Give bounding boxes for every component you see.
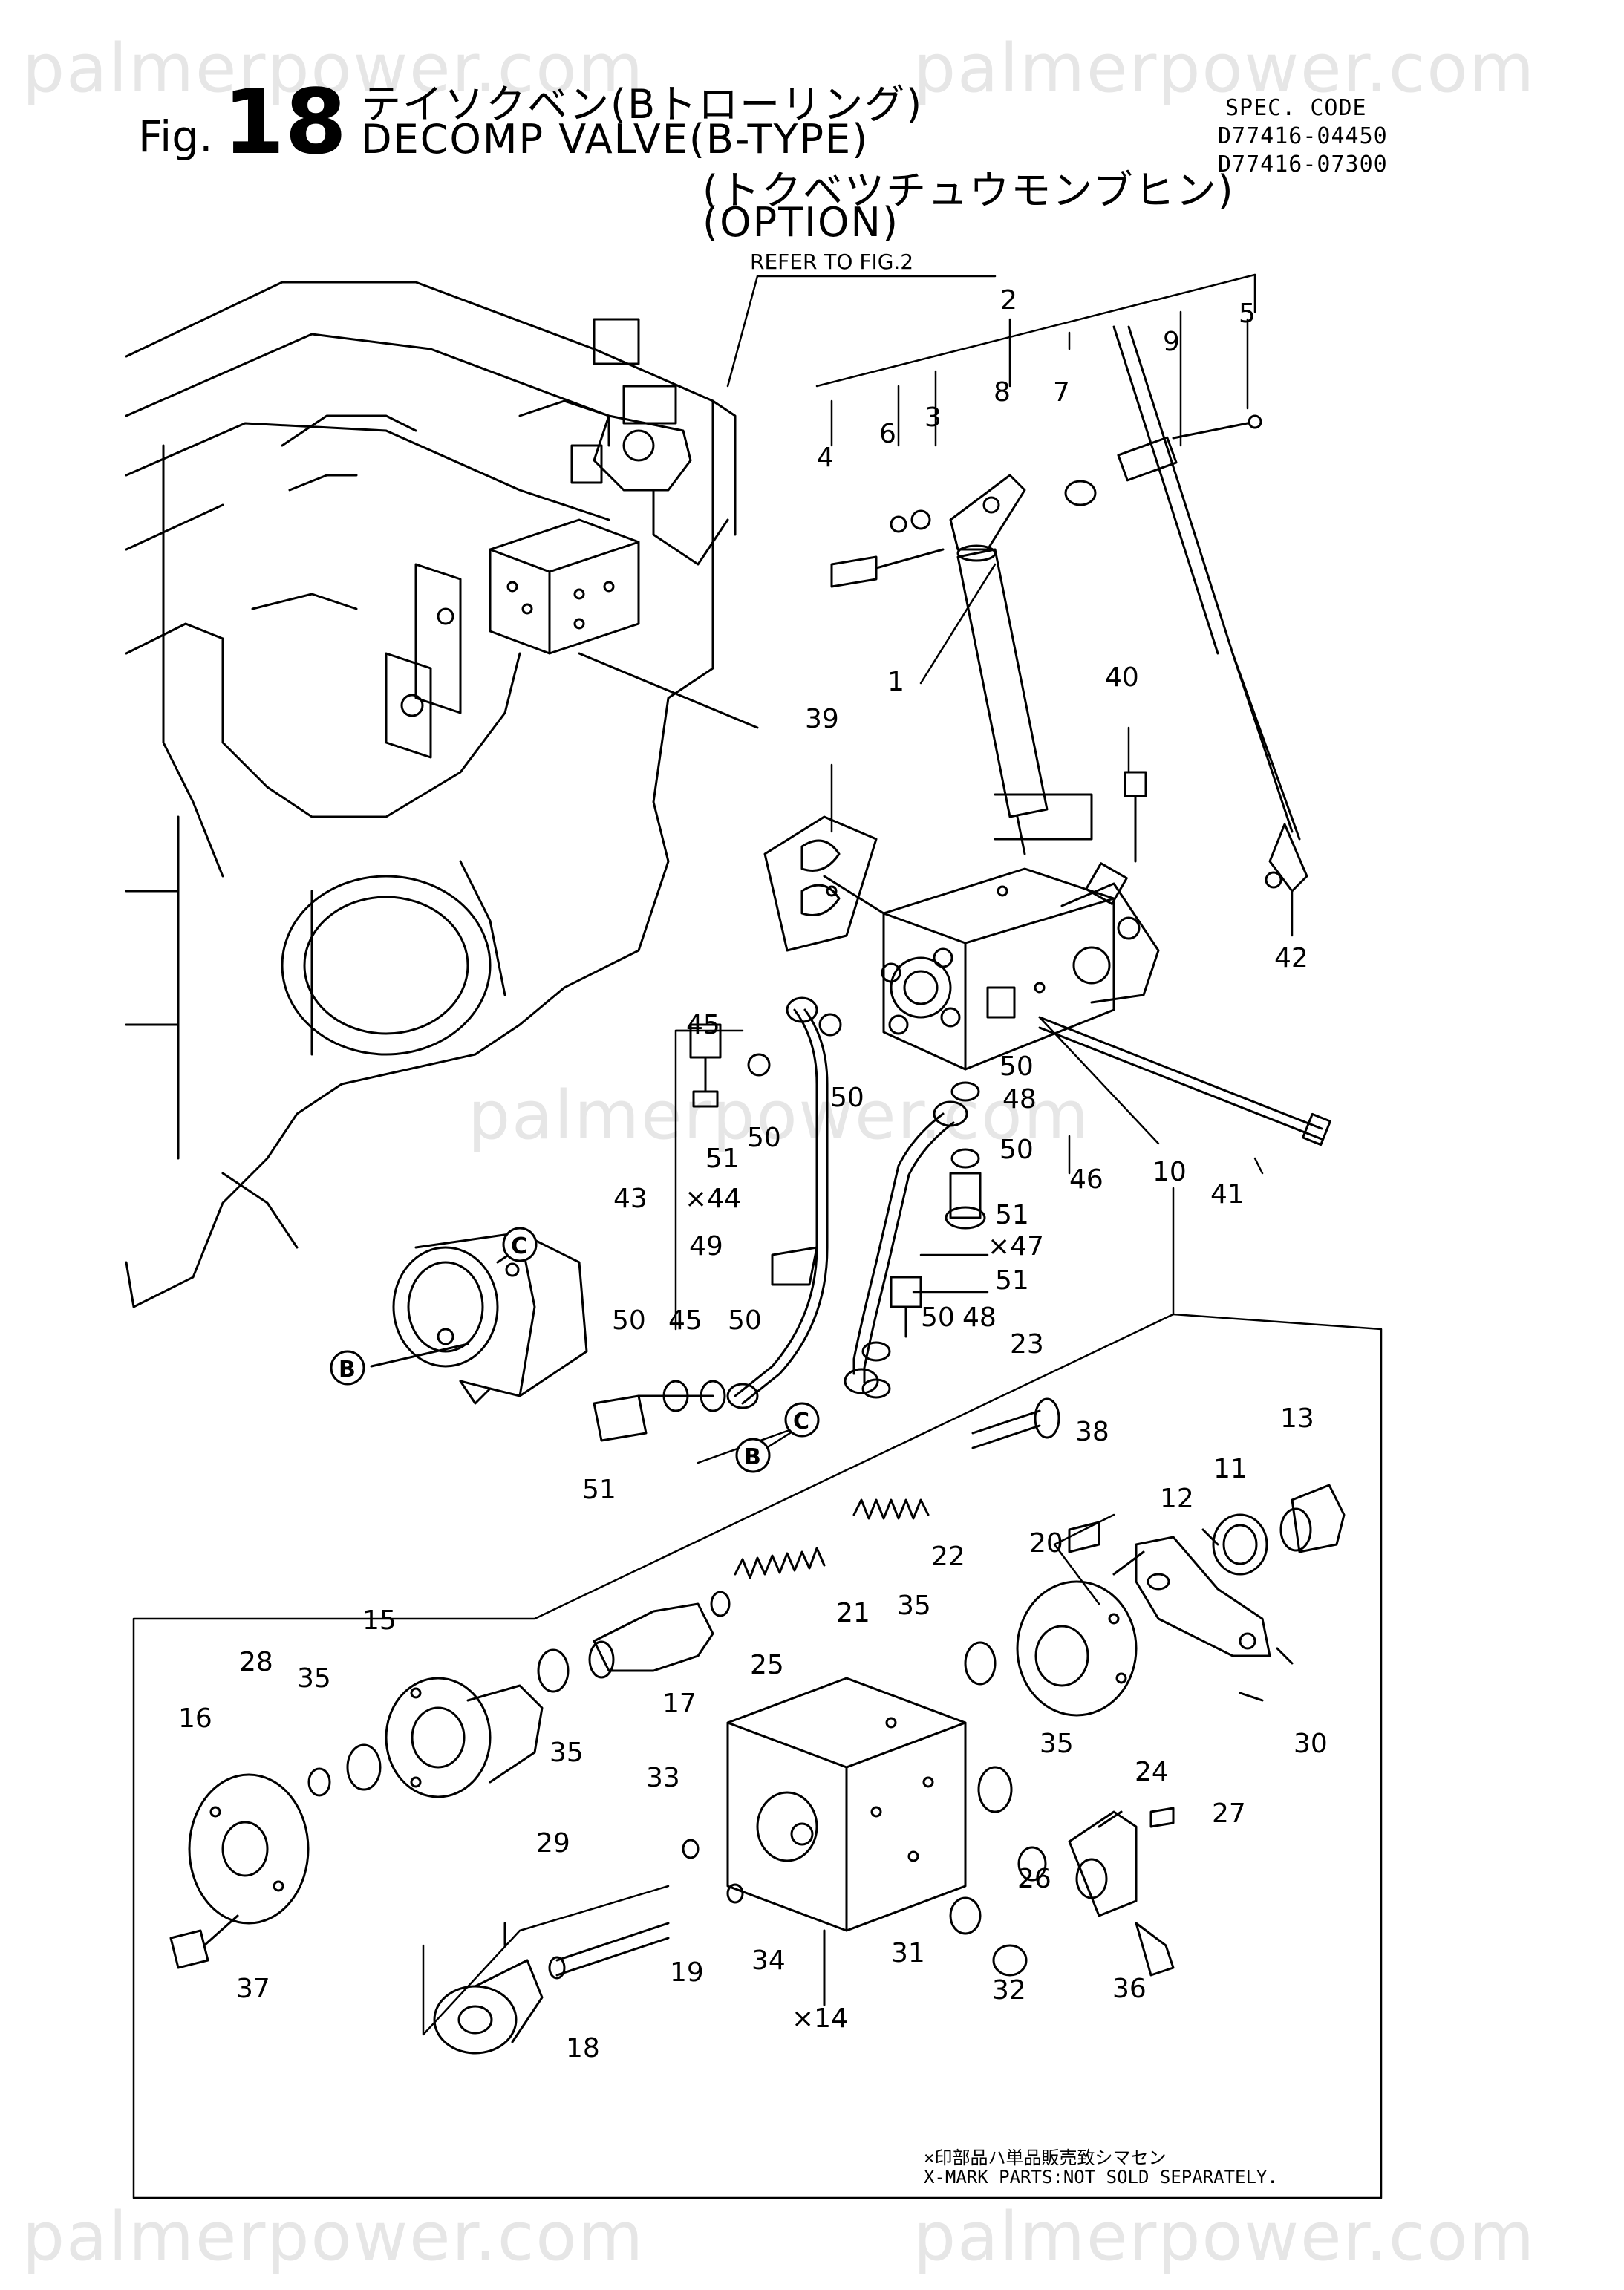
callout-37: 37 bbox=[236, 1974, 270, 2004]
callout-33: 33 bbox=[646, 1763, 680, 1793]
marker-b: B bbox=[339, 1357, 356, 1383]
callout-5: 5 bbox=[1239, 299, 1256, 329]
spec-code-1: D77416-04450 bbox=[1218, 123, 1388, 149]
callout-9: 9 bbox=[1163, 327, 1180, 357]
decomp-valve-body bbox=[763, 815, 1331, 1146]
callout-22: 22 bbox=[931, 1542, 965, 1572]
callout-51: 51 bbox=[705, 1144, 740, 1174]
callout-44: ×44 bbox=[685, 1184, 741, 1214]
callout-25: 25 bbox=[750, 1650, 784, 1680]
connection-markers bbox=[330, 1227, 820, 1473]
pump-body bbox=[385, 518, 759, 759]
watermark: palmerpower.com bbox=[913, 2198, 1536, 2276]
injector-assembly bbox=[570, 318, 737, 566]
spec-code-label: SPEC. CODE bbox=[1225, 95, 1367, 121]
callout-34: 34 bbox=[751, 1945, 786, 1976]
callout-labels: 1 2 3 4 5 6 7 8 9 10 11 12 13 ×14 15 16 … bbox=[178, 285, 1328, 2064]
marker-c: C bbox=[511, 1233, 527, 1259]
callout-41: 41 bbox=[1210, 1179, 1245, 1210]
callout-50: 50 bbox=[999, 1135, 1034, 1165]
callout-19: 19 bbox=[670, 1957, 704, 1988]
callout-42: 42 bbox=[1274, 943, 1308, 973]
callout-27: 27 bbox=[1212, 1798, 1246, 1829]
callout-4: 4 bbox=[817, 443, 834, 473]
callout-20: 20 bbox=[1029, 1528, 1063, 1559]
title-english: DECOMP VALVE(B-TYPE) bbox=[361, 116, 870, 163]
callout-30: 30 bbox=[1294, 1729, 1328, 1759]
callout-50: 50 bbox=[999, 1051, 1034, 1082]
callout-50: 50 bbox=[728, 1305, 762, 1336]
callout-45: 45 bbox=[668, 1305, 702, 1336]
footnote-japanese: ×印部品ハ単品販売致シマセン bbox=[924, 2147, 1167, 2168]
callout-23: 23 bbox=[1010, 1329, 1044, 1360]
callout-31: 31 bbox=[891, 1938, 925, 1968]
spec-code-2: D77416-07300 bbox=[1218, 151, 1388, 177]
watermark: palmerpower.com bbox=[22, 30, 645, 108]
callout-24: 24 bbox=[1135, 1757, 1169, 1787]
callout-47: ×47 bbox=[988, 1231, 1044, 1262]
subtitle-english: (OPTION) bbox=[702, 199, 900, 246]
lever-rod-assembly bbox=[830, 325, 1308, 893]
watermark: palmerpower.com bbox=[468, 1077, 1091, 1155]
callout-50: 50 bbox=[747, 1123, 781, 1153]
refer-to-fig-label: REFER TO FIG.2 bbox=[750, 249, 913, 274]
callout-50: 50 bbox=[612, 1305, 646, 1336]
callout-7: 7 bbox=[1053, 377, 1070, 408]
callout-18: 18 bbox=[566, 2033, 600, 2064]
engine-block bbox=[125, 281, 714, 1308]
callout-48: 48 bbox=[962, 1302, 997, 1333]
callout-50: 50 bbox=[921, 1302, 955, 1333]
callout-49: 49 bbox=[689, 1231, 723, 1262]
callout-3: 3 bbox=[924, 402, 942, 433]
callout-35: 35 bbox=[297, 1663, 331, 1694]
callout-39: 39 bbox=[805, 704, 839, 734]
callout-26: 26 bbox=[1017, 1864, 1051, 1894]
marker-c: C bbox=[793, 1409, 809, 1435]
callout-38: 38 bbox=[1075, 1417, 1109, 1447]
callout-46: 46 bbox=[1069, 1164, 1103, 1195]
exploded-lower-assembly bbox=[169, 1397, 1346, 2055]
figure-number: 18 bbox=[223, 71, 347, 174]
callout-8: 8 bbox=[994, 377, 1011, 408]
callout-14: ×14 bbox=[792, 2003, 848, 2034]
callout-2: 2 bbox=[1000, 285, 1017, 316]
callout-48: 48 bbox=[1002, 1084, 1037, 1115]
callout-32: 32 bbox=[992, 1975, 1026, 2006]
callout-51: 51 bbox=[995, 1265, 1029, 1296]
callout-29: 29 bbox=[536, 1828, 570, 1859]
figure-label: Fig. bbox=[138, 111, 213, 162]
callout-51: 51 bbox=[995, 1200, 1029, 1230]
callout-10: 10 bbox=[1152, 1157, 1187, 1187]
callout-45: 45 bbox=[686, 1010, 720, 1040]
callout-17: 17 bbox=[662, 1689, 697, 1719]
callout-6: 6 bbox=[879, 419, 896, 449]
callout-12: 12 bbox=[1160, 1484, 1194, 1514]
footnote-english: X-MARK PARTS:NOT SOLD SEPARATELY. bbox=[924, 2167, 1278, 2188]
callout-13: 13 bbox=[1280, 1403, 1314, 1434]
callout-35: 35 bbox=[897, 1591, 931, 1621]
oil-pipes bbox=[370, 996, 986, 1442]
watermark: palmerpower.com bbox=[913, 30, 1536, 108]
callout-50: 50 bbox=[830, 1083, 864, 1113]
callout-40: 40 bbox=[1105, 662, 1139, 693]
watermark: palmerpower.com bbox=[22, 2198, 645, 2276]
timing-gear bbox=[392, 1231, 588, 1405]
callout-28: 28 bbox=[239, 1647, 273, 1677]
callout-15: 15 bbox=[362, 1605, 397, 1636]
callout-35: 35 bbox=[1040, 1729, 1074, 1759]
title-japanese: テイソクベン(Bトローリング) bbox=[361, 81, 924, 128]
leader-lines bbox=[132, 273, 1383, 2199]
callout-21: 21 bbox=[836, 1598, 870, 1628]
callout-36: 36 bbox=[1112, 1974, 1147, 2004]
marker-b: B bbox=[744, 1444, 761, 1470]
subtitle-japanese: (トクベツチュウモンブヒン) bbox=[702, 167, 1235, 214]
callout-11: 11 bbox=[1213, 1454, 1248, 1484]
callout-43: 43 bbox=[613, 1184, 648, 1214]
callout-51: 51 bbox=[582, 1475, 616, 1505]
callout-1: 1 bbox=[887, 667, 904, 697]
callout-16: 16 bbox=[178, 1703, 212, 1734]
callout-35: 35 bbox=[550, 1738, 584, 1768]
